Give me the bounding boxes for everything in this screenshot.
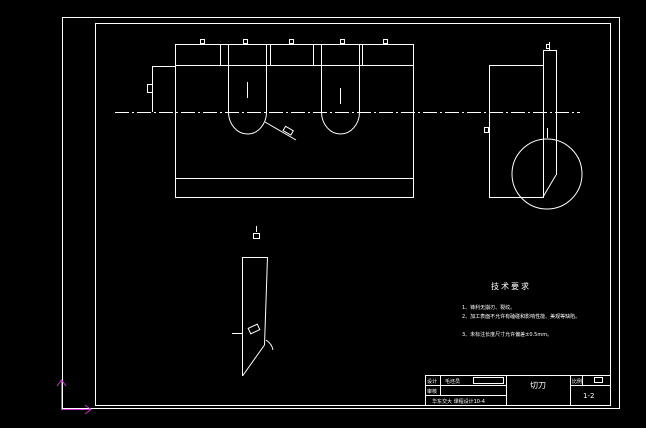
title-block-material-label: 毛坯员: [445, 378, 460, 385]
tech-req-item-3: 3、未标注长度尺寸允许偏差±0.5mm。: [462, 331, 552, 338]
ucs-icon: [56, 379, 92, 415]
front-view: [147, 39, 414, 198]
side-view: [484, 42, 583, 210]
tech-req-item-1: 1、锋利无崩刃、裂纹。: [462, 304, 515, 311]
slot-right: [321, 44, 360, 135]
title-block: [425, 375, 611, 406]
title-block-part-name: 切刀: [530, 381, 546, 390]
tech-req-title: 技术要求: [491, 281, 531, 291]
title-block-school-info: 华东交大 课程设计10-4: [432, 398, 485, 405]
detail-view-blade: [232, 226, 274, 377]
title-block-check-label: 审核: [427, 388, 437, 395]
outer-sheet-border: [62, 17, 620, 409]
title-block-sheet-label: 比例: [572, 378, 582, 385]
slot-left: [228, 44, 267, 135]
inner-sheet-border: [95, 23, 611, 406]
tech-req-item-2: 2、加工表面不允许有磕碰和影响性能、美观等缺陷。: [462, 313, 580, 320]
title-block-drawing-number: 1-2: [583, 392, 594, 400]
title-block-design-label: 设计: [427, 378, 437, 385]
